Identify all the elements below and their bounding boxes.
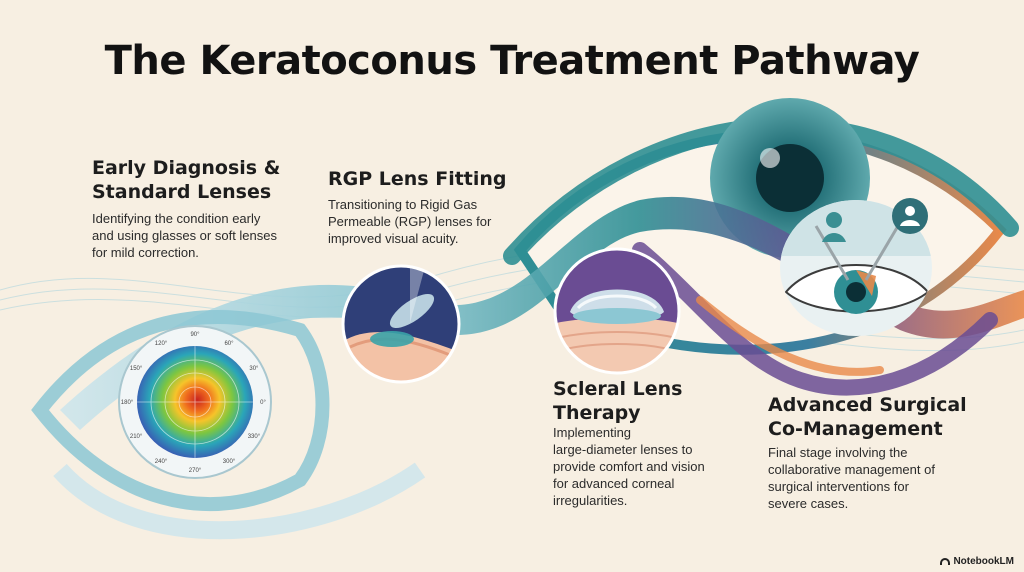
corneal-topography-map-icon: 90° 60° 30° 0° 330° 300° 270° 240° 210° 180° 150° 1…	[118, 325, 272, 479]
degree-label: 90°	[190, 332, 200, 338]
degree-label: 330°	[248, 434, 261, 440]
degree-label: 60°	[224, 341, 234, 347]
rgp-lens-icon	[341, 264, 461, 384]
scleral-lens-icon	[553, 247, 681, 375]
degree-label: 210°	[130, 434, 143, 440]
degree-label: 30°	[249, 366, 259, 372]
stage-1-description: Identifying the condition early and usin…	[92, 211, 277, 260]
surgical-eye-icon	[780, 198, 932, 336]
notebooklm-logo-icon	[940, 558, 951, 565]
degree-label: 120°	[155, 341, 168, 347]
stage-3-title: Scleral Lens Therapy	[553, 378, 683, 424]
degree-label: 0°	[260, 400, 266, 406]
degree-label: 180°	[121, 400, 134, 406]
left-eye-shape	[31, 310, 330, 512]
stage-4-title: Advanced Surgical Co-Management	[768, 394, 967, 440]
stage-3-description: Implementing large-diameter lenses to pr…	[553, 425, 705, 508]
stage-2-description: Transitioning to Rigid Gas Permeable (RG…	[328, 197, 492, 246]
brand-logo: NotebookLM	[940, 556, 1014, 567]
brand-label: NotebookLM	[953, 556, 1014, 567]
topography-degree-labels: 90° 60° 30° 0° 330° 300° 270° 240° 210° 180° 150° 1…	[121, 332, 267, 474]
degree-label: 150°	[130, 366, 143, 372]
page-title: The Keratoconus Treatment Pathway	[104, 38, 920, 84]
stage-2-title: RGP Lens Fitting	[328, 168, 507, 190]
degree-label: 270°	[189, 468, 202, 474]
stage-4-description: Final stage involving the collaborative …	[768, 445, 935, 511]
degree-label: 240°	[155, 459, 168, 465]
stage-1-title: Early Diagnosis & Standard Lenses	[92, 157, 281, 203]
degree-label: 300°	[223, 459, 236, 465]
purple-swoop	[632, 242, 998, 396]
